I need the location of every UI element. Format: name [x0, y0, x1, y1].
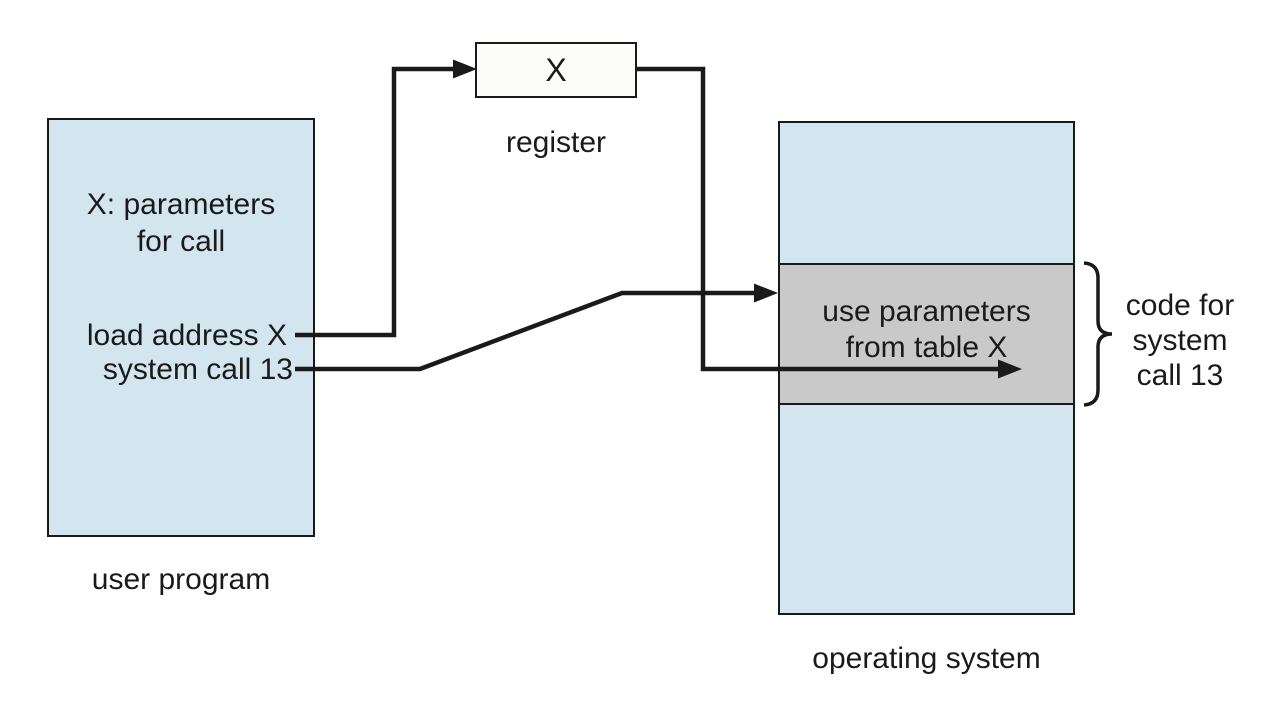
operating-system-label: operating system — [812, 642, 1041, 675]
params-note: X: parameters for call — [47, 186, 315, 260]
instruction-system-call: system call 13 — [102, 353, 293, 386]
brace-label-line3: call 13 — [1136, 359, 1224, 392]
brace — [1083, 261, 1113, 407]
brace-label-line1: code for — [1125, 289, 1235, 322]
register-label: register — [505, 126, 607, 159]
brace-label-line2: system — [1132, 324, 1228, 357]
handler-text-line1: use parameters — [822, 295, 1031, 328]
register-value: X — [545, 52, 567, 88]
handler-text: use parameters from table X — [778, 294, 1075, 366]
arrowhead-into-register — [453, 59, 477, 79]
brace-label: code for system call 13 — [1110, 288, 1250, 393]
handler-text-line2: from table X — [845, 331, 1008, 364]
instruction-load-address: load address X — [86, 319, 287, 352]
user-program-label: user program — [91, 563, 271, 596]
params-note-line1: X: parameters — [86, 188, 276, 221]
arrow-load-address-to-register — [295, 59, 477, 338]
arrowhead-into-code-band — [754, 283, 778, 303]
params-note-line2: for call — [136, 225, 226, 258]
arrow-system-call-to-code — [295, 283, 778, 372]
user-program-box — [47, 118, 315, 537]
register-box: X — [475, 42, 637, 98]
